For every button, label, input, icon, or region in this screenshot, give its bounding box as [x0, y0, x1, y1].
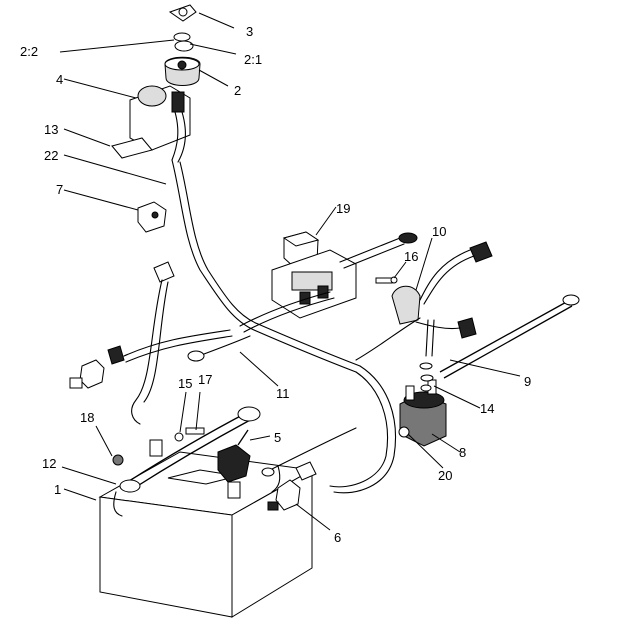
- callout-22: 22: [44, 148, 58, 163]
- callout-12: 12: [42, 456, 56, 471]
- callout-1: 1: [54, 482, 61, 497]
- switch-seal: [173, 32, 191, 42]
- callout-20: 20: [438, 468, 452, 483]
- terminal-boot: [217, 429, 251, 483]
- ignition-switch: [164, 56, 201, 86]
- switch-nut: [174, 40, 194, 52]
- callout-18: 18: [80, 410, 94, 425]
- battery-positive-cable: [439, 294, 580, 379]
- battery-cable: [119, 406, 261, 499]
- callout-2: 2: [234, 83, 241, 98]
- left-connector: [69, 345, 125, 389]
- callout-4: 4: [56, 72, 63, 87]
- solenoid-nut: [398, 426, 410, 438]
- label-plate: [111, 137, 153, 159]
- callout-6: 6: [334, 530, 341, 545]
- leader-lines: [59, 12, 521, 531]
- connector-6: [267, 479, 301, 511]
- washer-stack: [419, 362, 434, 392]
- callout-17: 17: [198, 372, 212, 387]
- terminal-bolt: [112, 427, 205, 466]
- fuse-block-screw: [375, 276, 398, 284]
- wiring-harness: [123, 159, 475, 494]
- callout-13: 13: [44, 122, 58, 137]
- callout-16: 16: [404, 249, 418, 264]
- starter-solenoid: [399, 379, 447, 447]
- callout-11: 11: [276, 386, 290, 401]
- callout-14: 14: [480, 401, 494, 416]
- switch-housing: [129, 85, 191, 163]
- center-connector: [295, 461, 317, 481]
- small-relay: [137, 201, 167, 233]
- callout-labels: 3 2:2 2:1 2 4 13 22 7 19 10 16 9 14 8 20…: [20, 24, 531, 545]
- callout-15: 15: [178, 376, 192, 391]
- callout-3: 3: [246, 24, 253, 39]
- callout-19: 19: [336, 201, 350, 216]
- upper-left-connector: [153, 261, 175, 283]
- terminal-boot-10: [391, 285, 421, 325]
- callout-2-1: 2:1: [244, 52, 262, 67]
- ignition-key: [168, 4, 197, 22]
- callout-10: 10: [432, 224, 446, 239]
- callout-2-2: 2:2: [20, 44, 38, 59]
- callout-9: 9: [524, 374, 531, 389]
- battery: [98, 451, 314, 618]
- callout-5: 5: [274, 430, 281, 445]
- callout-7: 7: [56, 182, 63, 197]
- right-connectors: [457, 241, 493, 339]
- callout-8: 8: [459, 445, 466, 460]
